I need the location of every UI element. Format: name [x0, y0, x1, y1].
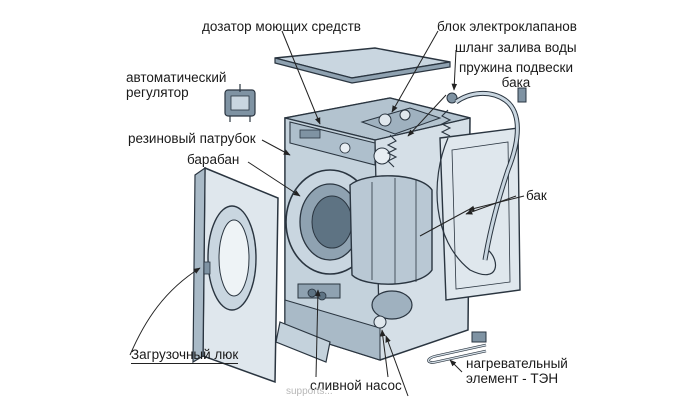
- side-panel: [436, 127, 521, 301]
- label-detergent-dispenser: дозатор моющих средств: [202, 19, 361, 34]
- label-tank: бак: [526, 188, 547, 203]
- fill-hose-part: [454, 87, 527, 261]
- label-loading-hatch: Загрузочный люк: [131, 347, 239, 364]
- label-fill-hose: шланг залива воды: [455, 40, 577, 55]
- control-panel: [289, 121, 391, 166]
- loading-hatch-part: [192, 166, 279, 384]
- label-drain-pump: сливной насос: [310, 378, 402, 393]
- label-tank-spring: пружина подвески бака: [459, 60, 573, 90]
- valve-block-part: [360, 92, 458, 135]
- label-rubber-nozzle: резиновый патрубок: [128, 131, 256, 146]
- top-lid-panel: [274, 47, 451, 84]
- drum-part: [349, 175, 433, 285]
- label-auto-regulator: автоматический регулятор: [126, 70, 227, 100]
- tank-spring-part: [386, 109, 452, 168]
- leader-lines: [129, 30, 525, 397]
- auto-regulator-part: [224, 84, 256, 122]
- label-drum: барабан: [187, 152, 240, 167]
- heating-element-part: [427, 331, 487, 364]
- label-valve-block: блок электроклапанов: [437, 19, 577, 34]
- watermark: supports...: [286, 386, 333, 397]
- label-heating-element: нагревательный элемент - ТЭН: [466, 356, 568, 386]
